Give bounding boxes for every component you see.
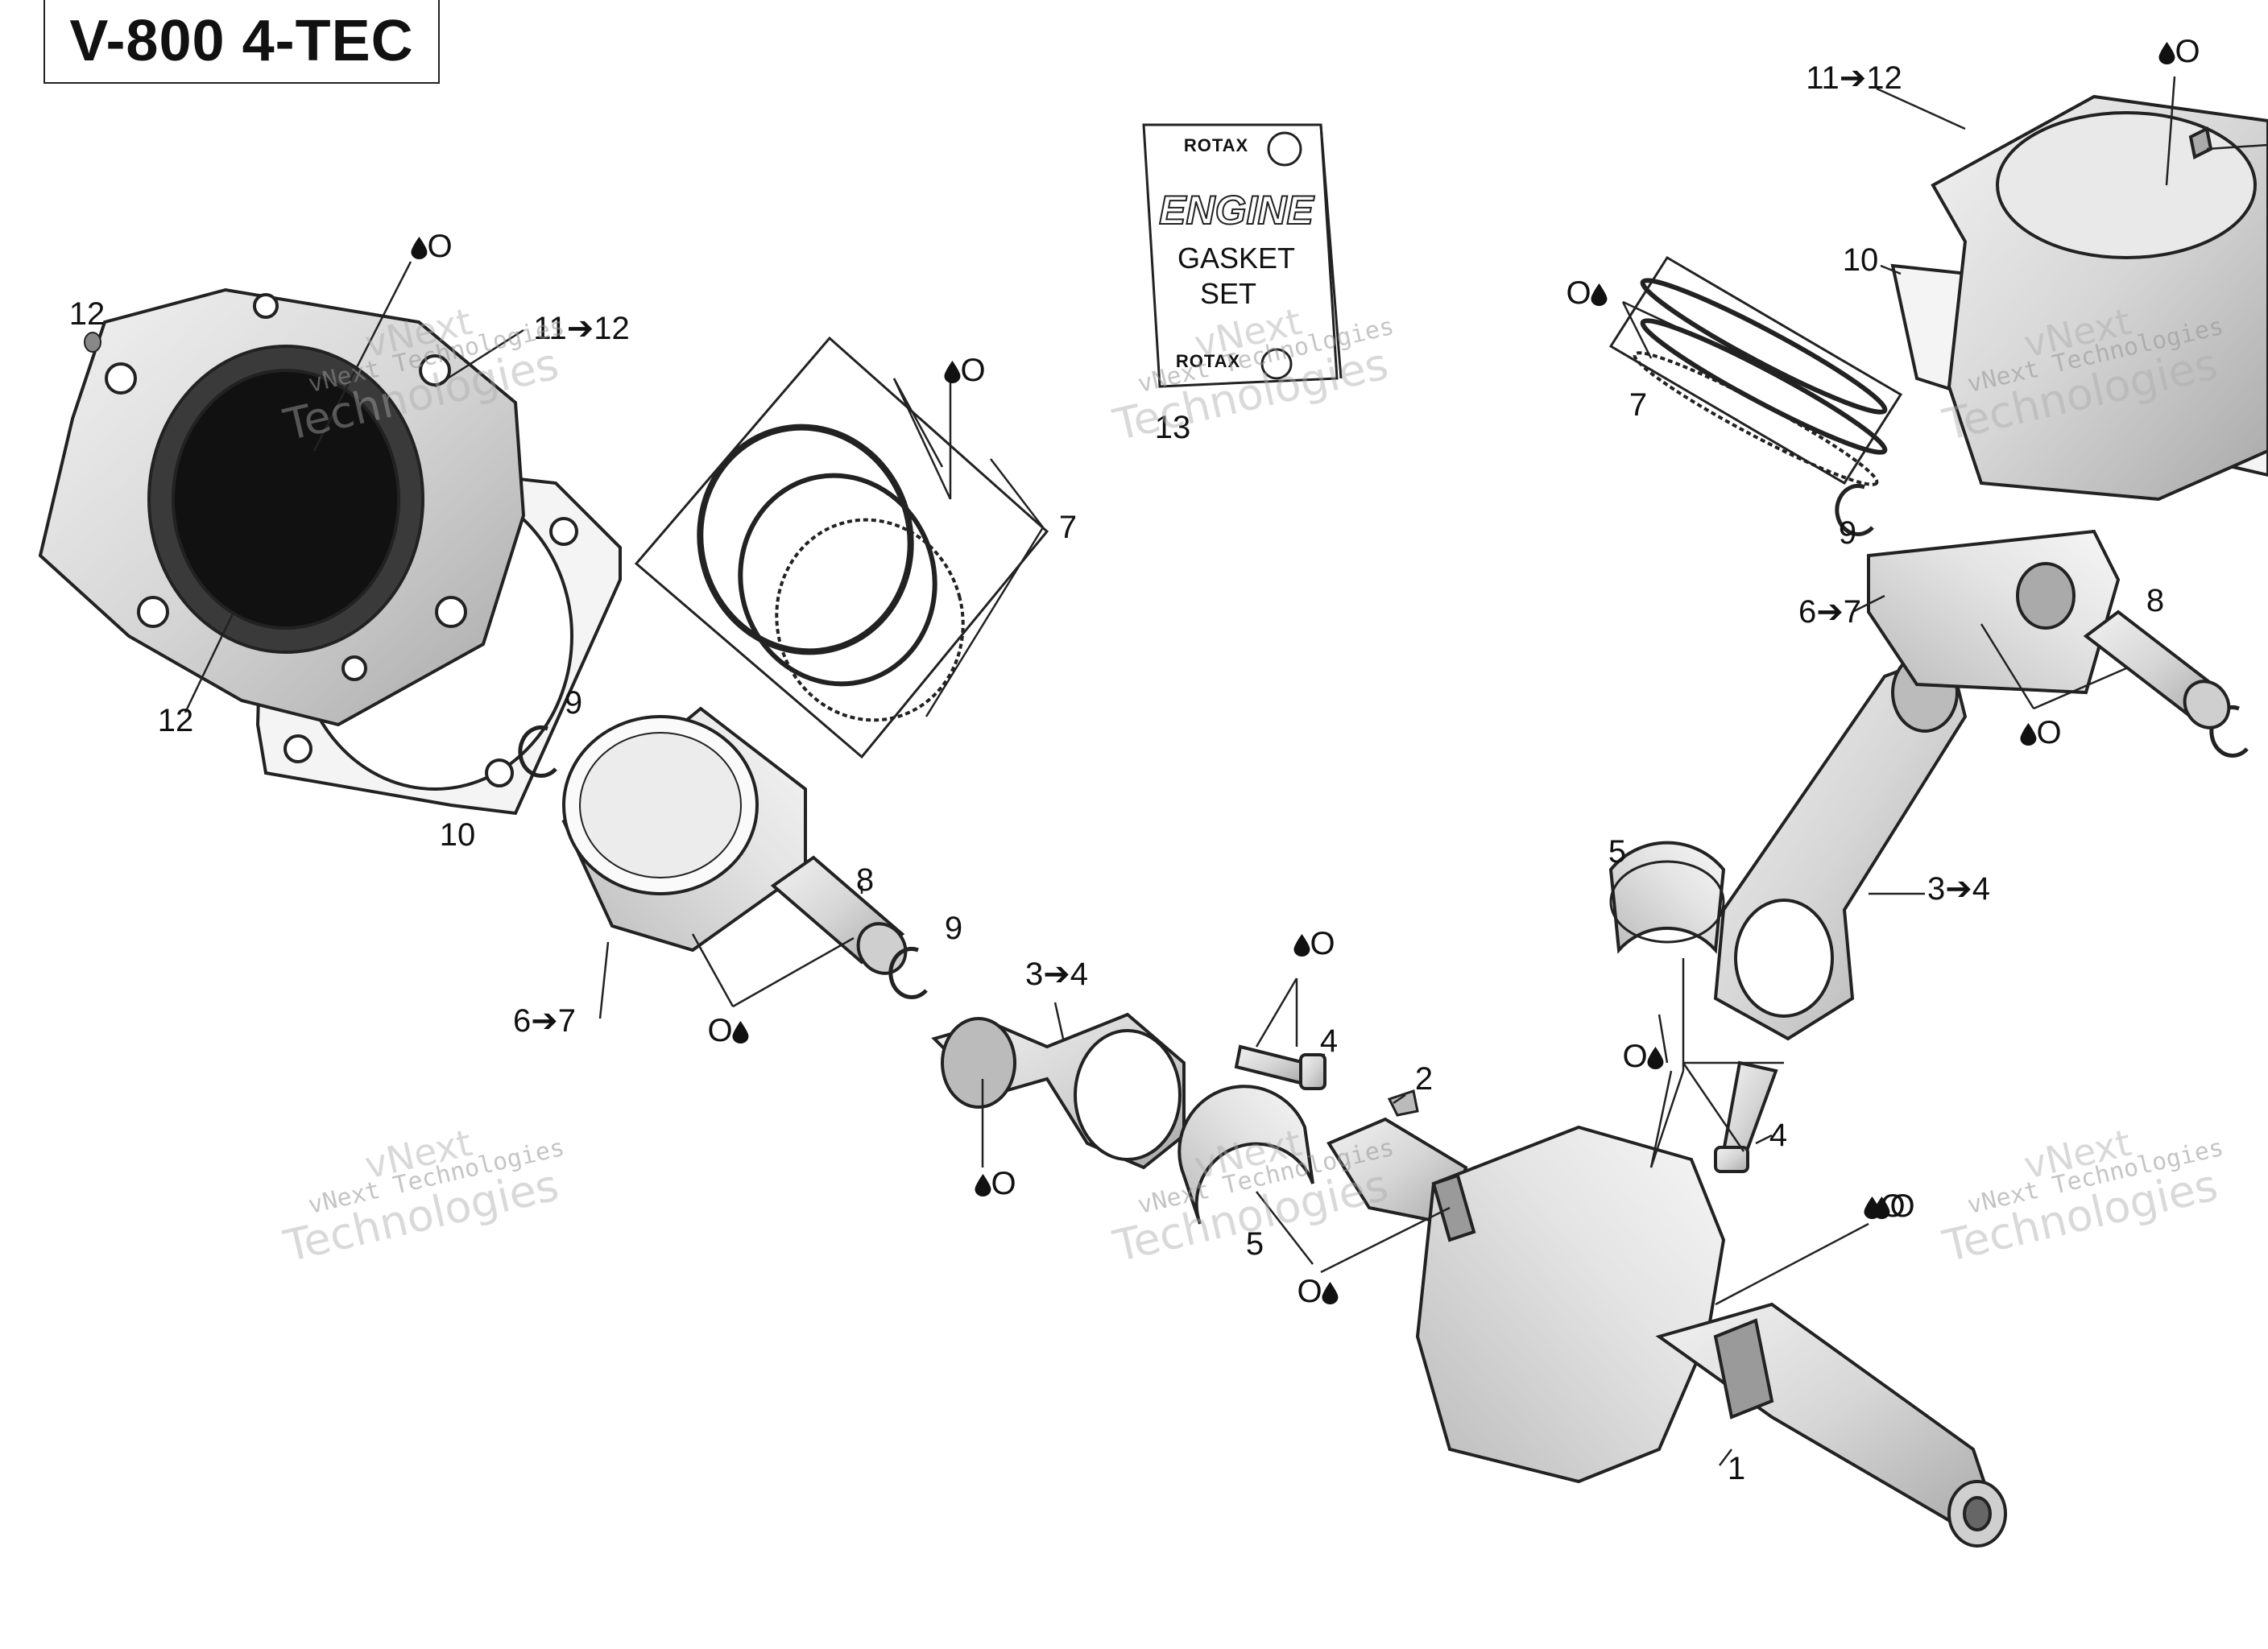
callout-1: 1 [1727, 1451, 1746, 1486]
gasket-set-brand-footer: ROTAX [1175, 351, 1241, 371]
oil-mark: O [2020, 717, 2062, 749]
model-title: V-800 4-TEC [69, 9, 414, 73]
rod-bolts [1234, 1044, 1778, 1173]
piston-rings-left [634, 336, 1049, 759]
oil-drop-icon [2020, 723, 2037, 746]
rod-bearing-left [1177, 1085, 1314, 1225]
gasket-set-line1: ENGINE [1158, 187, 1314, 234]
rod-bearing-right [1608, 841, 1726, 954]
callout-11-12: 11➔12 [533, 311, 630, 346]
callout-2: 2 [1414, 1061, 1434, 1097]
callout-5: 5 [1608, 834, 1627, 870]
oil-drop-icon [1322, 1282, 1339, 1304]
oil-drop-icon [1647, 1047, 1664, 1069]
callout-12: 12 [68, 296, 106, 332]
callout-10: 10 [439, 817, 476, 853]
oil-mark: O [975, 1168, 1016, 1200]
callout-9: 9 [1838, 515, 1857, 551]
oil-drop-icon [1293, 934, 1310, 957]
crankshaft [1326, 1117, 2007, 1548]
cylinder-block-left [38, 287, 526, 727]
oil-drop-icon [1591, 283, 1608, 306]
callout-8: 8 [855, 862, 875, 898]
connecting-rod-left [931, 1012, 1186, 1170]
oil-mark: O [2158, 35, 2200, 68]
callout-5: 5 [1245, 1226, 1264, 1262]
oil-mark: O [1864, 1190, 1906, 1222]
cylinder-block-right [1890, 94, 2268, 502]
gasket-set-line3: SET [1199, 277, 1256, 310]
oil-mark: O [944, 354, 986, 386]
callout-12: 12 [157, 703, 194, 738]
gasket-set-envelope [1142, 123, 1343, 388]
oil-drop-icon [975, 1174, 991, 1196]
callout-6-7: 6➔7 [512, 1003, 577, 1039]
piston-right [1867, 529, 2121, 695]
piston-pin-right [2083, 610, 2231, 729]
oil-mark: O [1566, 277, 1608, 309]
oil-drop-icon [2158, 42, 2175, 64]
callout-9: 9 [564, 685, 583, 721]
oil-mark: O [707, 1015, 749, 1047]
oil-mark: O [411, 230, 453, 262]
callout-6-7: 6➔7 [1798, 594, 1862, 630]
callout-13: 13 [1154, 410, 1191, 445]
callout-8: 8 [2146, 583, 2165, 618]
model-title-box: V-800 4-TEC [43, 0, 440, 84]
callout-10: 10 [1842, 242, 1879, 278]
circlips [518, 484, 2249, 999]
callout-3-4: 3➔4 [1927, 871, 1991, 907]
oil-drop-icon [944, 361, 961, 383]
oil-mark: O [1293, 928, 1335, 960]
callout-4: 4 [1769, 1118, 1788, 1153]
woodruff-key [1387, 1089, 1419, 1117]
callout-3-4: 3➔4 [1024, 957, 1089, 992]
leader-lines [184, 76, 2268, 1466]
gasket-set-brand: ROTAX [1183, 135, 1249, 155]
piston-left [561, 706, 807, 953]
gasket-set-line2: GASKET [1177, 242, 1296, 275]
oil-drop-icon [411, 237, 428, 259]
oil-drop-icon [732, 1021, 749, 1044]
callout-7: 7 [1629, 387, 1648, 423]
callout-11-12: 11➔12 [1806, 60, 1902, 96]
dowel-pin-12 [84, 332, 101, 353]
oil-mark: O [1297, 1275, 1339, 1308]
callout-9: 9 [944, 911, 963, 946]
oil-mark: O [1873, 1190, 1915, 1222]
oil-drop-icon [1864, 1196, 1881, 1219]
callout-7: 7 [1058, 510, 1078, 545]
oil-mark: O [1622, 1040, 1664, 1072]
connecting-rod-right [1713, 650, 1968, 1041]
callout-4: 4 [1319, 1023, 1339, 1059]
piston-rings-right [1608, 255, 1903, 486]
